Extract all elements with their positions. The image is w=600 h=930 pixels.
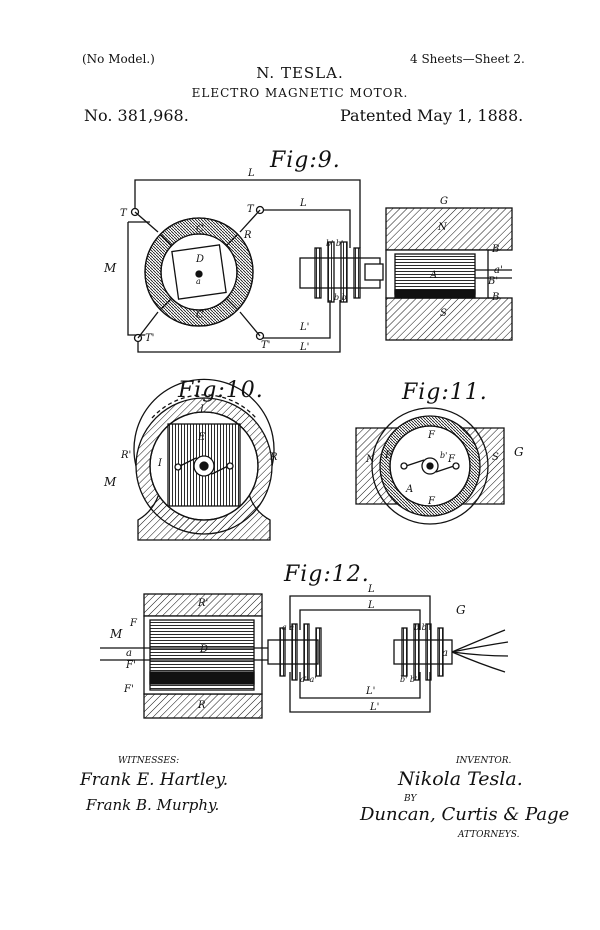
attorneys-signature: Duncan, Curtis & Page [360,804,570,825]
svg-text:R': R' [197,598,208,609]
svg-text:T: T [120,208,128,219]
svg-text:G: G [440,196,448,207]
inventor-signature: Nikola Tesla. [398,768,523,790]
svg-text:S: S [492,452,499,463]
witness-1-signature: Frank E. Hartley. [80,770,229,790]
svg-text:F': F' [125,660,136,671]
svg-text:L: L [367,600,375,611]
svg-text:T: T [247,204,255,215]
inventor-label: INVENTOR. [456,756,512,766]
svg-text:C: C [196,224,204,235]
svg-text:F: F [447,454,456,465]
svg-text:C: C [196,310,204,321]
witness-2-signature: Frank B. Murphy. [86,796,220,814]
figure-9-label: Fig:9. [270,148,341,173]
svg-text:I: I [199,404,205,415]
attorneys-label: ATTORNEYS. [458,830,520,840]
patent-number: No. 381,968. [84,106,189,125]
figure-11-drawing [355,407,505,525]
svg-text:B: B [491,244,499,255]
svg-text:b': b' [440,451,447,460]
figure-12-drawing [100,593,509,719]
svg-text:M: M [103,261,117,275]
svg-text:a: a [442,648,448,659]
svg-text:R: R [243,230,252,241]
witnesses-label: WITNESSES: [118,756,180,766]
svg-text:N: N [365,454,376,465]
figure-12-label: Fig:12. [284,562,370,587]
svg-text:I: I [157,458,163,469]
svg-text:a' a': a' a' [300,675,316,684]
svg-text:L: L [299,198,307,209]
svg-text:S: S [440,308,447,319]
patent-title: ELECTRO MAGNETIC MOTOR. [191,86,409,100]
svg-text:F: F [427,496,436,507]
svg-text:b' b': b' b' [326,239,343,248]
svg-text:L': L' [299,342,309,353]
svg-text:L': L' [365,686,375,697]
svg-text:R: R [197,700,206,711]
svg-text:a: a [196,277,201,286]
svg-text:N: N [437,222,448,233]
svg-text:G: G [456,603,466,617]
svg-text:L: L [367,584,375,595]
patent-date: Patented May 1, 1888. [340,106,524,125]
svg-text:B: B [491,292,499,303]
figure-11-label: Fig:11. [402,380,488,405]
svg-text:a a: a a [282,623,294,632]
svg-text:A: A [429,270,437,281]
svg-text:b b: b b [334,293,347,302]
svg-text:E: E [197,432,206,443]
svg-text:L': L' [299,322,309,333]
svg-text:R: R [269,452,278,463]
inventor-name: N. TESLA. [256,64,344,82]
svg-text:F: F [427,430,436,441]
svg-text:F': F' [123,684,134,695]
svg-text:R': R' [120,450,131,461]
svg-text:a: a [126,648,132,659]
svg-text:L: L [247,168,255,179]
svg-text:b' b': b' b' [400,675,417,684]
svg-text:a': a' [494,265,503,276]
svg-text:T': T' [145,333,154,344]
svg-text:L': L' [369,702,379,713]
svg-text:D: D [195,254,204,265]
svg-text:F: F [384,450,393,461]
figure-10-drawing [133,378,275,541]
figure-9-drawing [127,179,513,353]
svg-text:T': T' [261,340,270,351]
svg-text:F: F [129,618,138,629]
by-label: BY [404,794,417,804]
svg-text:A: A [405,484,413,495]
sheet-number: 4 Sheets—Sheet 2. [410,52,525,66]
svg-text:M: M [103,475,117,489]
svg-text:b b: b b [414,623,427,632]
no-model-note: (No Model.) [82,52,155,66]
svg-text:M: M [109,627,123,641]
svg-text:B': B' [487,276,498,287]
svg-text:G: G [514,445,524,459]
svg-text:D: D [199,644,208,655]
